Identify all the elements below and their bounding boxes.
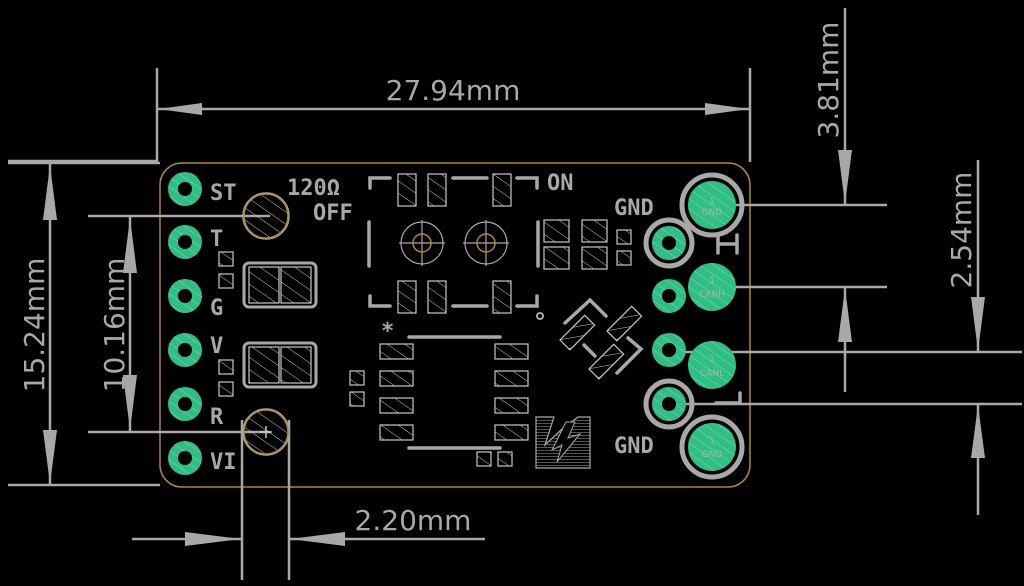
- dim-height-label: 15.24mm: [18, 258, 51, 393]
- pin-pad: [168, 387, 202, 421]
- left-pin-header: ST T G V R VI: [168, 172, 237, 475]
- pin-pad: [168, 441, 202, 475]
- pin-label-r: R: [210, 405, 224, 430]
- svg-text:1: 1: [709, 276, 715, 286]
- smd-pads-right: [543, 219, 632, 270]
- on-label: ON: [547, 171, 574, 196]
- svg-text:1: 1: [709, 197, 715, 207]
- ic-footprint: *: [349, 319, 529, 467]
- off-label: OFF: [313, 201, 353, 226]
- h-marker: [716, 233, 739, 255]
- pin-pad: [168, 279, 202, 313]
- gnd-label-top: GND: [614, 196, 654, 221]
- dim-width-label: 27.94mm: [386, 74, 521, 107]
- svg-text:1: 1: [709, 437, 715, 447]
- lightning-icon: [550, 421, 582, 463]
- termination-switch: [367, 173, 544, 320]
- svg-text:GND: GND: [702, 208, 723, 218]
- jumper-top: [242, 261, 318, 309]
- mounting-hole-bottom: [242, 408, 290, 456]
- svg-text:1: 1: [709, 355, 715, 365]
- svg-text:CANL: CANL: [700, 369, 724, 379]
- pin-pad: [168, 333, 202, 367]
- pin-pad: [168, 225, 202, 259]
- termination-label: 120Ω: [287, 176, 340, 201]
- dimension-height: 15.24mm: [8, 161, 160, 487]
- board-outline: [159, 162, 751, 488]
- brand-logo: [535, 416, 591, 469]
- dimension-connector-offset: 3.81mm: [710, 8, 887, 392]
- dim-connector-offset-label: 3.81mm: [812, 22, 845, 139]
- gnd-label-bottom: GND: [614, 434, 654, 459]
- l-marker: [714, 391, 742, 405]
- pin-label-st: ST: [210, 181, 237, 206]
- pin-label-v: V: [210, 334, 223, 359]
- pin-pad: [168, 172, 202, 206]
- dimension-hole-diameter: 2.20mm: [132, 420, 485, 580]
- pin-label-g: G: [210, 296, 223, 321]
- dimension-hole-spacing: 10.16mm: [88, 214, 270, 434]
- connector-pad-canl: 1 CANL: [688, 341, 736, 389]
- svg-text:CANH: CANH: [699, 290, 725, 300]
- svg-text:GND: GND: [702, 450, 723, 460]
- rotated-component: [559, 297, 644, 380]
- dim-hole-spacing-label: 10.16mm: [98, 258, 131, 393]
- pin1-marker: *: [381, 319, 394, 344]
- right-small-pads: [643, 217, 695, 430]
- dim-hole-diameter-label: 2.20mm: [355, 504, 472, 537]
- connector-pad-canh: 1 CANH: [688, 263, 736, 311]
- pin-label-vi: VI: [210, 450, 237, 475]
- jumper-bottom: [242, 341, 318, 389]
- dim-pin-pitch-label: 2.54mm: [945, 172, 978, 289]
- dimension-width: 27.94mm: [8, 68, 752, 163]
- smd-pads-left: [218, 251, 234, 397]
- connector-pad-gnd-top: 1 GND: [679, 172, 745, 238]
- mounting-hole-top: [242, 192, 290, 240]
- pin-label-t: T: [210, 227, 223, 252]
- connector-pad-gnd-bottom: 1 GND: [679, 414, 745, 480]
